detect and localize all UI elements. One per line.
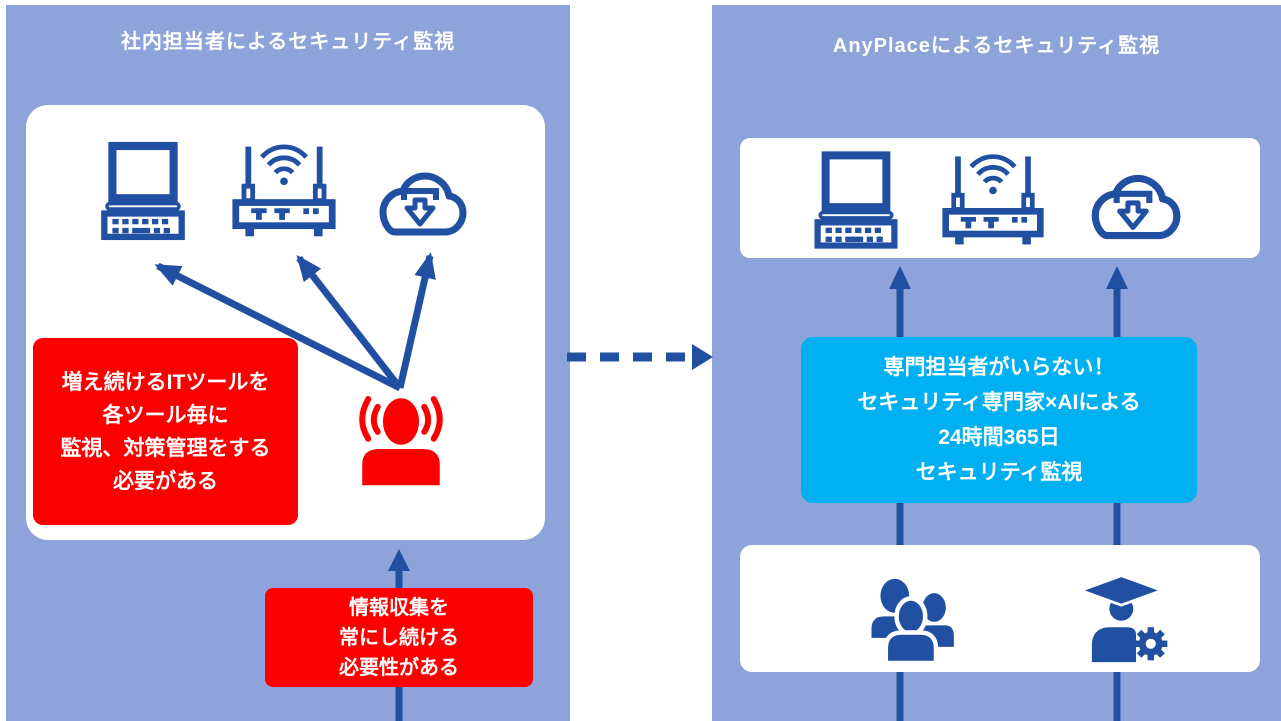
solution-line: 専門担当者がいらない！ <box>883 356 1115 379</box>
right-panel-title: AnyPlaceによるセキュリティ監視 <box>832 35 1161 57</box>
wifi-router-icon <box>940 148 1046 250</box>
problem-line: 必要がある <box>113 469 218 493</box>
cloud-download-icon <box>370 158 470 246</box>
solution-line: 24時間365日 <box>938 426 1060 449</box>
problem-line: 増え続けるITツールを <box>61 370 270 394</box>
laptop-icon <box>810 150 902 250</box>
problem-line: 監視、対策管理をする <box>60 436 271 460</box>
problem-line: 各ツール毎に <box>102 403 229 427</box>
dashed-right-arrow <box>567 344 713 370</box>
info-gathering-box: 情報収集を 常にし続ける 必要性がある <box>265 588 533 687</box>
solution-line: セキュリティ専門家×AIによる <box>857 391 1141 414</box>
expert-gear-icon <box>1072 572 1178 664</box>
problem-box: 増え続けるITツールを 各ツール毎に 監視、対策管理をする 必要がある <box>33 338 298 525</box>
wifi-router-icon <box>230 138 338 242</box>
solution-box: 専門担当者がいらない！ セキュリティ専門家×AIによる 24時間365日 セキュ… <box>801 337 1197 503</box>
solution-line: セキュリティ監視 <box>915 461 1083 484</box>
stressed-person-icon <box>345 386 457 488</box>
left-panel-title: 社内担当者によるセキュリティ監視 <box>120 31 456 53</box>
info-line: 情報収集を <box>349 596 449 619</box>
laptop-icon <box>98 140 188 242</box>
gear-icon <box>1134 627 1168 661</box>
experts-box <box>740 545 1260 672</box>
info-line: 必要性がある <box>339 656 459 679</box>
info-line: 常にし続ける <box>339 626 459 649</box>
team-icon <box>858 577 962 663</box>
cloud-download-icon <box>1082 160 1184 250</box>
